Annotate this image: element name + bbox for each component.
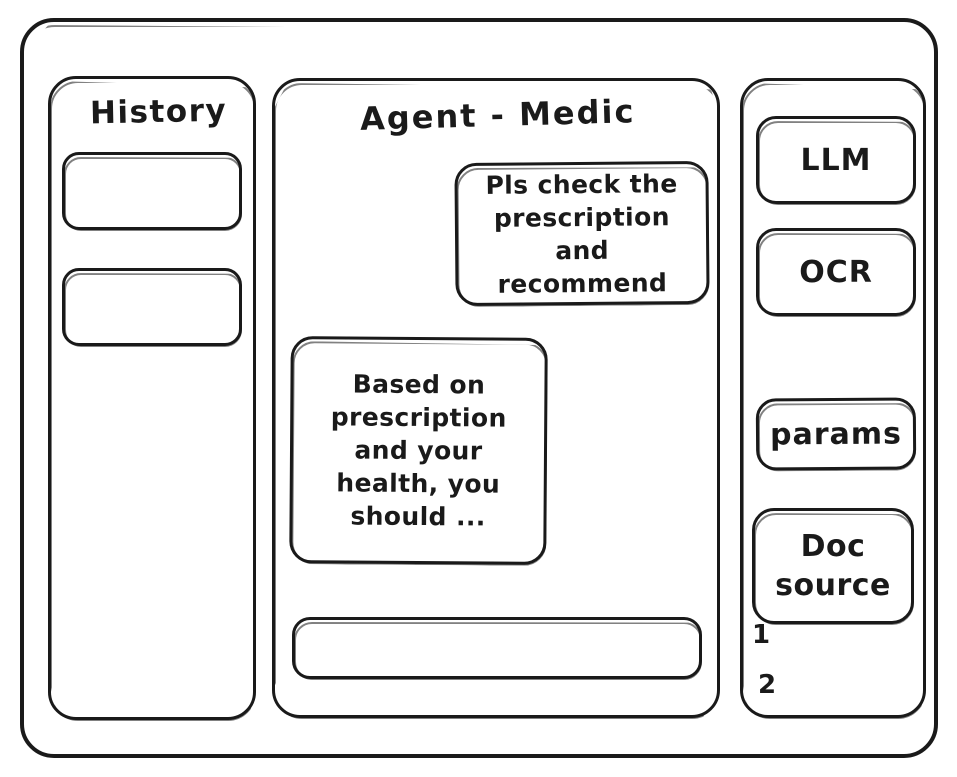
- doc-source-box[interactable]: Doc source: [752, 508, 914, 624]
- history-panel-title: History: [89, 92, 228, 132]
- history-sidebar-panel: [48, 76, 256, 720]
- tool-button-params[interactable]: params: [755, 397, 917, 471]
- agent-panel-title: Agent - Medic: [359, 92, 636, 138]
- doc-source-ref-1[interactable]: 1: [752, 620, 771, 650]
- tool-button-ocr[interactable]: OCR: [756, 228, 916, 316]
- agent-conversation-panel: [272, 78, 720, 718]
- tools-panel: [740, 78, 926, 718]
- doc-source-label: Doc source: [775, 529, 891, 603]
- user-message-bubble: Pls check the prescription and recommend: [454, 160, 710, 307]
- history-list-item[interactable]: [62, 152, 242, 230]
- tool-button-label: LLM: [800, 142, 872, 178]
- doc-source-ref-2[interactable]: 2: [758, 670, 777, 700]
- tool-button-label: OCR: [799, 254, 873, 290]
- tool-button-llm[interactable]: LLM: [756, 116, 916, 204]
- assistant-message-bubble: Based on prescription and your health, y…: [289, 336, 548, 565]
- tool-button-label: params: [769, 416, 903, 452]
- user-message-text: Pls check the prescription and recommend: [485, 168, 678, 299]
- history-list-item[interactable]: [62, 268, 242, 346]
- app-window-frame: [20, 18, 938, 758]
- message-composer-input[interactable]: [292, 617, 702, 679]
- assistant-message-text: Based on prescription and your health, y…: [330, 369, 507, 532]
